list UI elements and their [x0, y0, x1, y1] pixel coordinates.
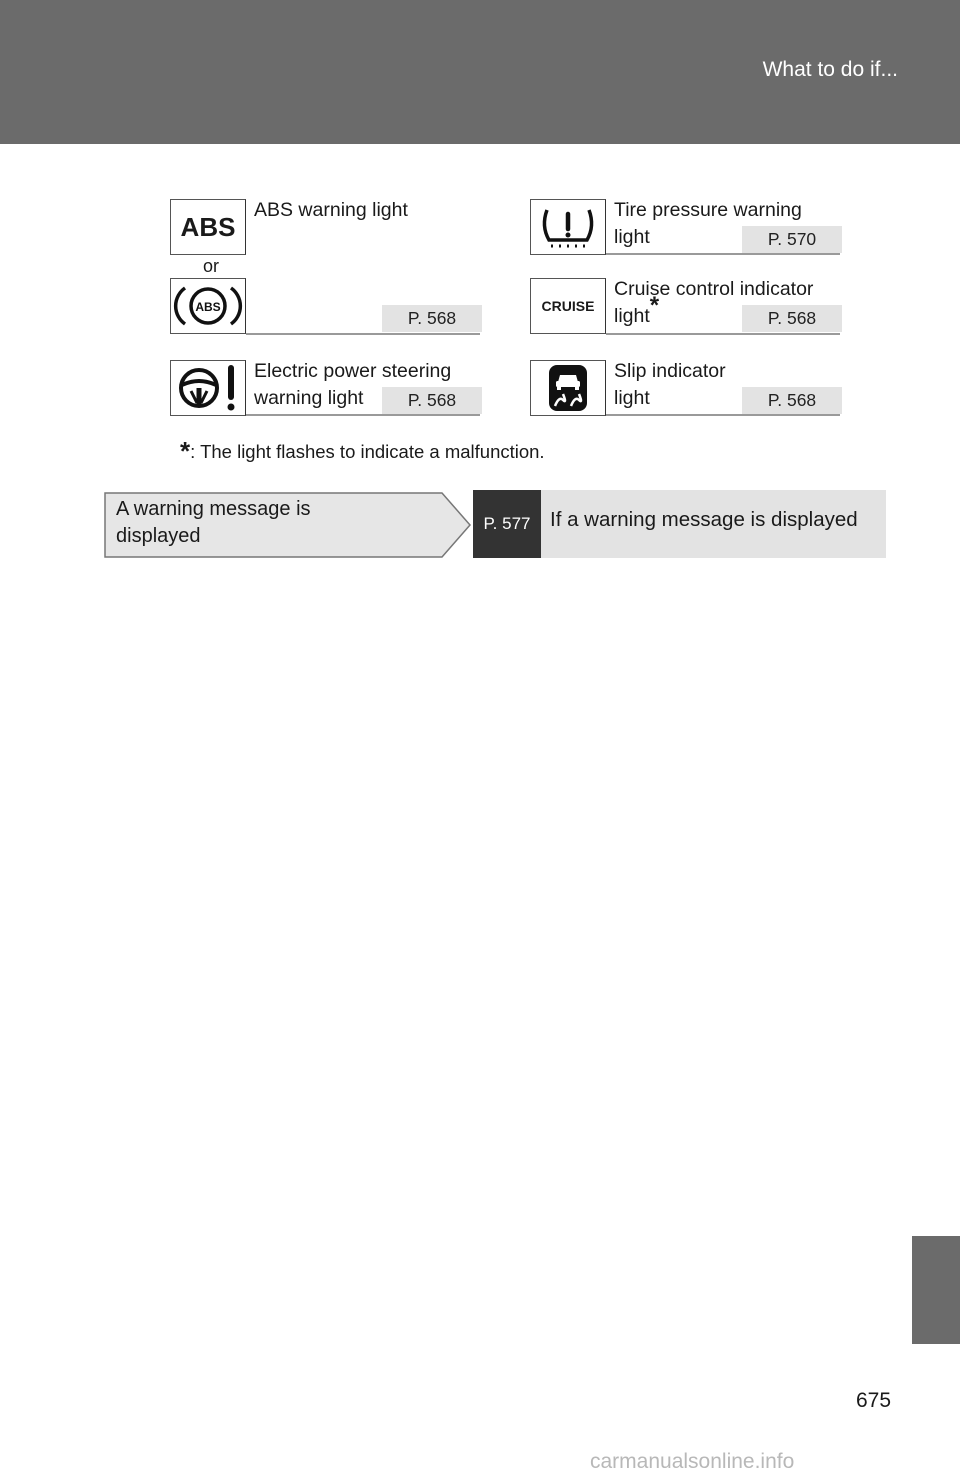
tire-label-line1: Tire pressure warning	[614, 199, 802, 221]
tire-pressure-icon	[530, 199, 606, 255]
tire-row-line	[606, 253, 840, 255]
tire-page-ref[interactable]: P. 570	[742, 226, 842, 253]
slip-indicator-icon	[530, 360, 606, 416]
footnote: *: The light flashes to indicate a malfu…	[180, 434, 545, 466]
cruise-label-line1: Cruise control indicator	[614, 278, 814, 300]
cruise-page-ref[interactable]: P. 568	[742, 305, 842, 332]
footnote-text: : The light flashes to indicate a malfun…	[190, 441, 545, 462]
eps-label-line2: warning light	[254, 387, 364, 409]
slip-label-line1: Slip indicator	[614, 360, 726, 382]
cruise-icon-text: CRUISE	[541, 298, 595, 314]
eps-label-line1: Electric power steering	[254, 360, 452, 382]
or-text: or	[203, 256, 220, 276]
eps-warning-icon	[170, 360, 246, 416]
slip-indicator-icon-graphic	[549, 365, 587, 411]
eps-page-ref[interactable]: P. 568	[382, 387, 482, 414]
abs-circle-icon-graphic: ABS	[173, 286, 243, 326]
abs-label: ABS warning light	[254, 199, 408, 221]
cruise-row-line	[606, 333, 840, 335]
tire-pressure-icon-graphic	[542, 209, 594, 248]
cruise-control-icon: CRUISE	[530, 278, 606, 334]
section-title: What to do if...	[762, 58, 898, 81]
slip-page-ref[interactable]: P. 568	[742, 387, 842, 414]
chapter-tab	[912, 1236, 960, 1344]
warning-condition-line2: displayed	[116, 525, 201, 547]
eps-row-line	[246, 414, 480, 416]
svg-text:ABS: ABS	[195, 300, 220, 314]
footnote-asterisk: *	[180, 436, 191, 466]
warning-action-box	[541, 490, 886, 558]
abs-icon-text: ABS	[180, 211, 236, 242]
cruise-label-line2: light*	[614, 293, 659, 330]
page-header	[0, 0, 960, 144]
abs-warning-icon: ABS	[170, 199, 246, 255]
warning-condition-text: A warning message is displayed	[116, 496, 416, 550]
cruise-label-text: light	[614, 305, 650, 327]
tire-label-line2: light	[614, 226, 650, 248]
warning-action-text: If a warning message is displayed	[550, 508, 858, 531]
steering-wheel-icon	[179, 365, 235, 411]
page-number: 675	[856, 1389, 892, 1412]
abs-page-ref[interactable]: P. 568	[382, 305, 482, 332]
slip-label-line2: light	[614, 387, 650, 409]
slip-row-line	[606, 414, 840, 416]
abs-row-line	[246, 333, 480, 335]
warning-condition-arrow	[104, 492, 471, 558]
watermark: carmanualsonline.info	[590, 1450, 795, 1473]
abs-circle-icon: ABS	[170, 278, 246, 334]
cruise-asterisk: *	[649, 291, 660, 319]
warning-condition-line1: A warning message is	[116, 498, 311, 520]
warning-page-ref[interactable]: P. 577	[473, 490, 541, 558]
